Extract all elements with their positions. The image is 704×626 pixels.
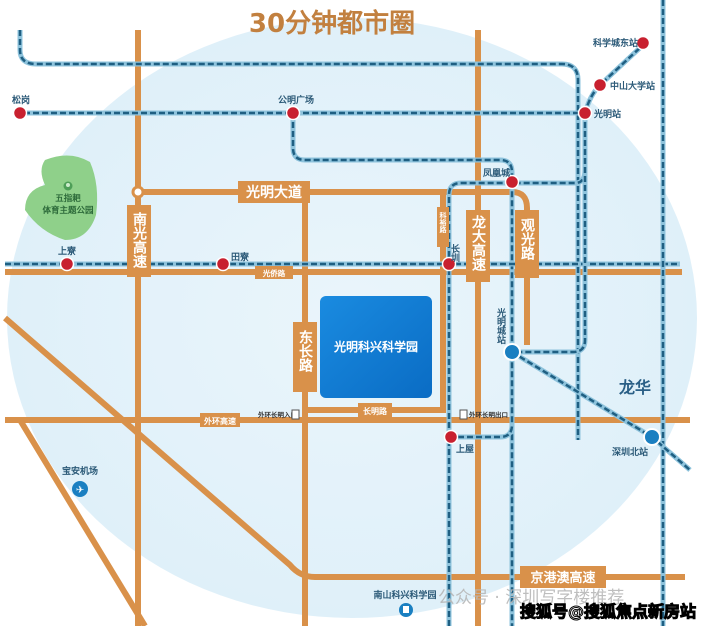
svg-text:长明路: 长明路 [363, 406, 388, 416]
entrance-label: 外环长明入口 [258, 410, 297, 419]
svg-text:龙大高速: 龙大高速 [470, 214, 487, 272]
road-label-nanguang: 南光高速 [127, 205, 151, 277]
park-area [25, 155, 98, 240]
station-icon-changzhen [441, 256, 457, 272]
wechat-watermark: 公众号 · 深圳写字楼推荐 [438, 588, 624, 608]
station-sysu: 中山大学站 [610, 80, 655, 92]
station-icon-fenghuangcheng [504, 174, 520, 190]
svg-text:光明大道: 光明大道 [245, 184, 302, 201]
station-icon-gongming-square [285, 105, 301, 121]
roads [3, 30, 690, 626]
svg-text:外环高速: 外环高速 [204, 416, 236, 426]
road-label-guanguang: 观光路 [515, 210, 539, 278]
station-shenzhen-north: 深圳北站 [612, 446, 648, 458]
page-title: 30分钟都市圈 [249, 8, 415, 39]
svg-text:科裕路: 科裕路 [439, 211, 448, 234]
station-icon-sysu [592, 77, 608, 93]
road-diagonal [17, 418, 148, 626]
svg-text:东长路: 东长路 [297, 329, 313, 372]
metro-lines [5, 0, 692, 626]
location-pin-icon [399, 603, 413, 617]
tree-icon [63, 181, 73, 191]
station-shangliao: 上寮 [58, 245, 77, 257]
svg-text:京港澳高速: 京港澳高速 [530, 570, 595, 586]
station-tianliao: 田寮 [231, 251, 250, 263]
station-icon-kexuecheng-east [635, 35, 651, 51]
road-label-dongchang: 东长路 [293, 322, 317, 392]
station-fenghuangcheng: 凤凰城 [483, 167, 510, 179]
svg-text:观光路: 观光路 [519, 218, 536, 260]
road-label-waihuan: 外环高速 [200, 413, 240, 427]
exit-icon [459, 409, 468, 420]
road-label-guangqiao: 光侨路 [255, 266, 293, 279]
longhua-label: 龙华 [618, 378, 651, 397]
road-jinggangao [3, 315, 685, 580]
station-guangming: 光明站 [593, 108, 621, 120]
station-shangwu: 上屋 [456, 443, 474, 455]
station-icon-tianliao [215, 256, 231, 272]
station-guangmingcheng: 光明城站 [495, 307, 507, 345]
nanshan-label: 南山科兴科学园 [373, 589, 436, 601]
road-label-guangming-avenue: 光明大道 [238, 181, 310, 203]
station-kexuecheng-east: 科学城东站 [593, 37, 638, 49]
park-label-1: 五指耙 [55, 193, 81, 204]
airport-label: 宝安机场 [62, 465, 98, 477]
road-label-changming: 长明路 [358, 403, 392, 417]
svg-text:✈: ✈ [76, 485, 84, 496]
station-icon-guangming [577, 105, 593, 121]
svg-text:光侨路: 光侨路 [262, 268, 286, 278]
entrance-icon [291, 409, 300, 420]
station-icon-songgang [12, 105, 28, 121]
kexing-science-park-label: 光明科兴科学园 [333, 339, 418, 354]
exit-label: 外环长明出口 [469, 410, 508, 419]
station-icon-shangliao [59, 256, 75, 272]
station-songgang: 松岗 [12, 94, 30, 106]
park-label-2: 体育主题公园 [42, 205, 93, 216]
airplane-icon: ✈ [72, 481, 88, 497]
road-label-kexiang: 科裕路 [437, 207, 449, 247]
metro-stations [12, 35, 651, 445]
rail-station-icons [503, 343, 661, 446]
station-gongming-square: 公明广场 [278, 94, 314, 106]
road-label-longda: 龙大高速 [466, 210, 490, 282]
station-icon-shangwu [443, 429, 459, 445]
svg-text:南光高速: 南光高速 [131, 211, 148, 269]
road-label-jinggangao: 京港澳高速 [520, 566, 606, 588]
sohu-watermark: 搜狐号@搜狐焦点新房站 [520, 602, 696, 621]
station-changzhen: 长圳 [449, 243, 460, 263]
interchange-dot [131, 185, 145, 199]
kexing-science-park-block [320, 296, 432, 398]
